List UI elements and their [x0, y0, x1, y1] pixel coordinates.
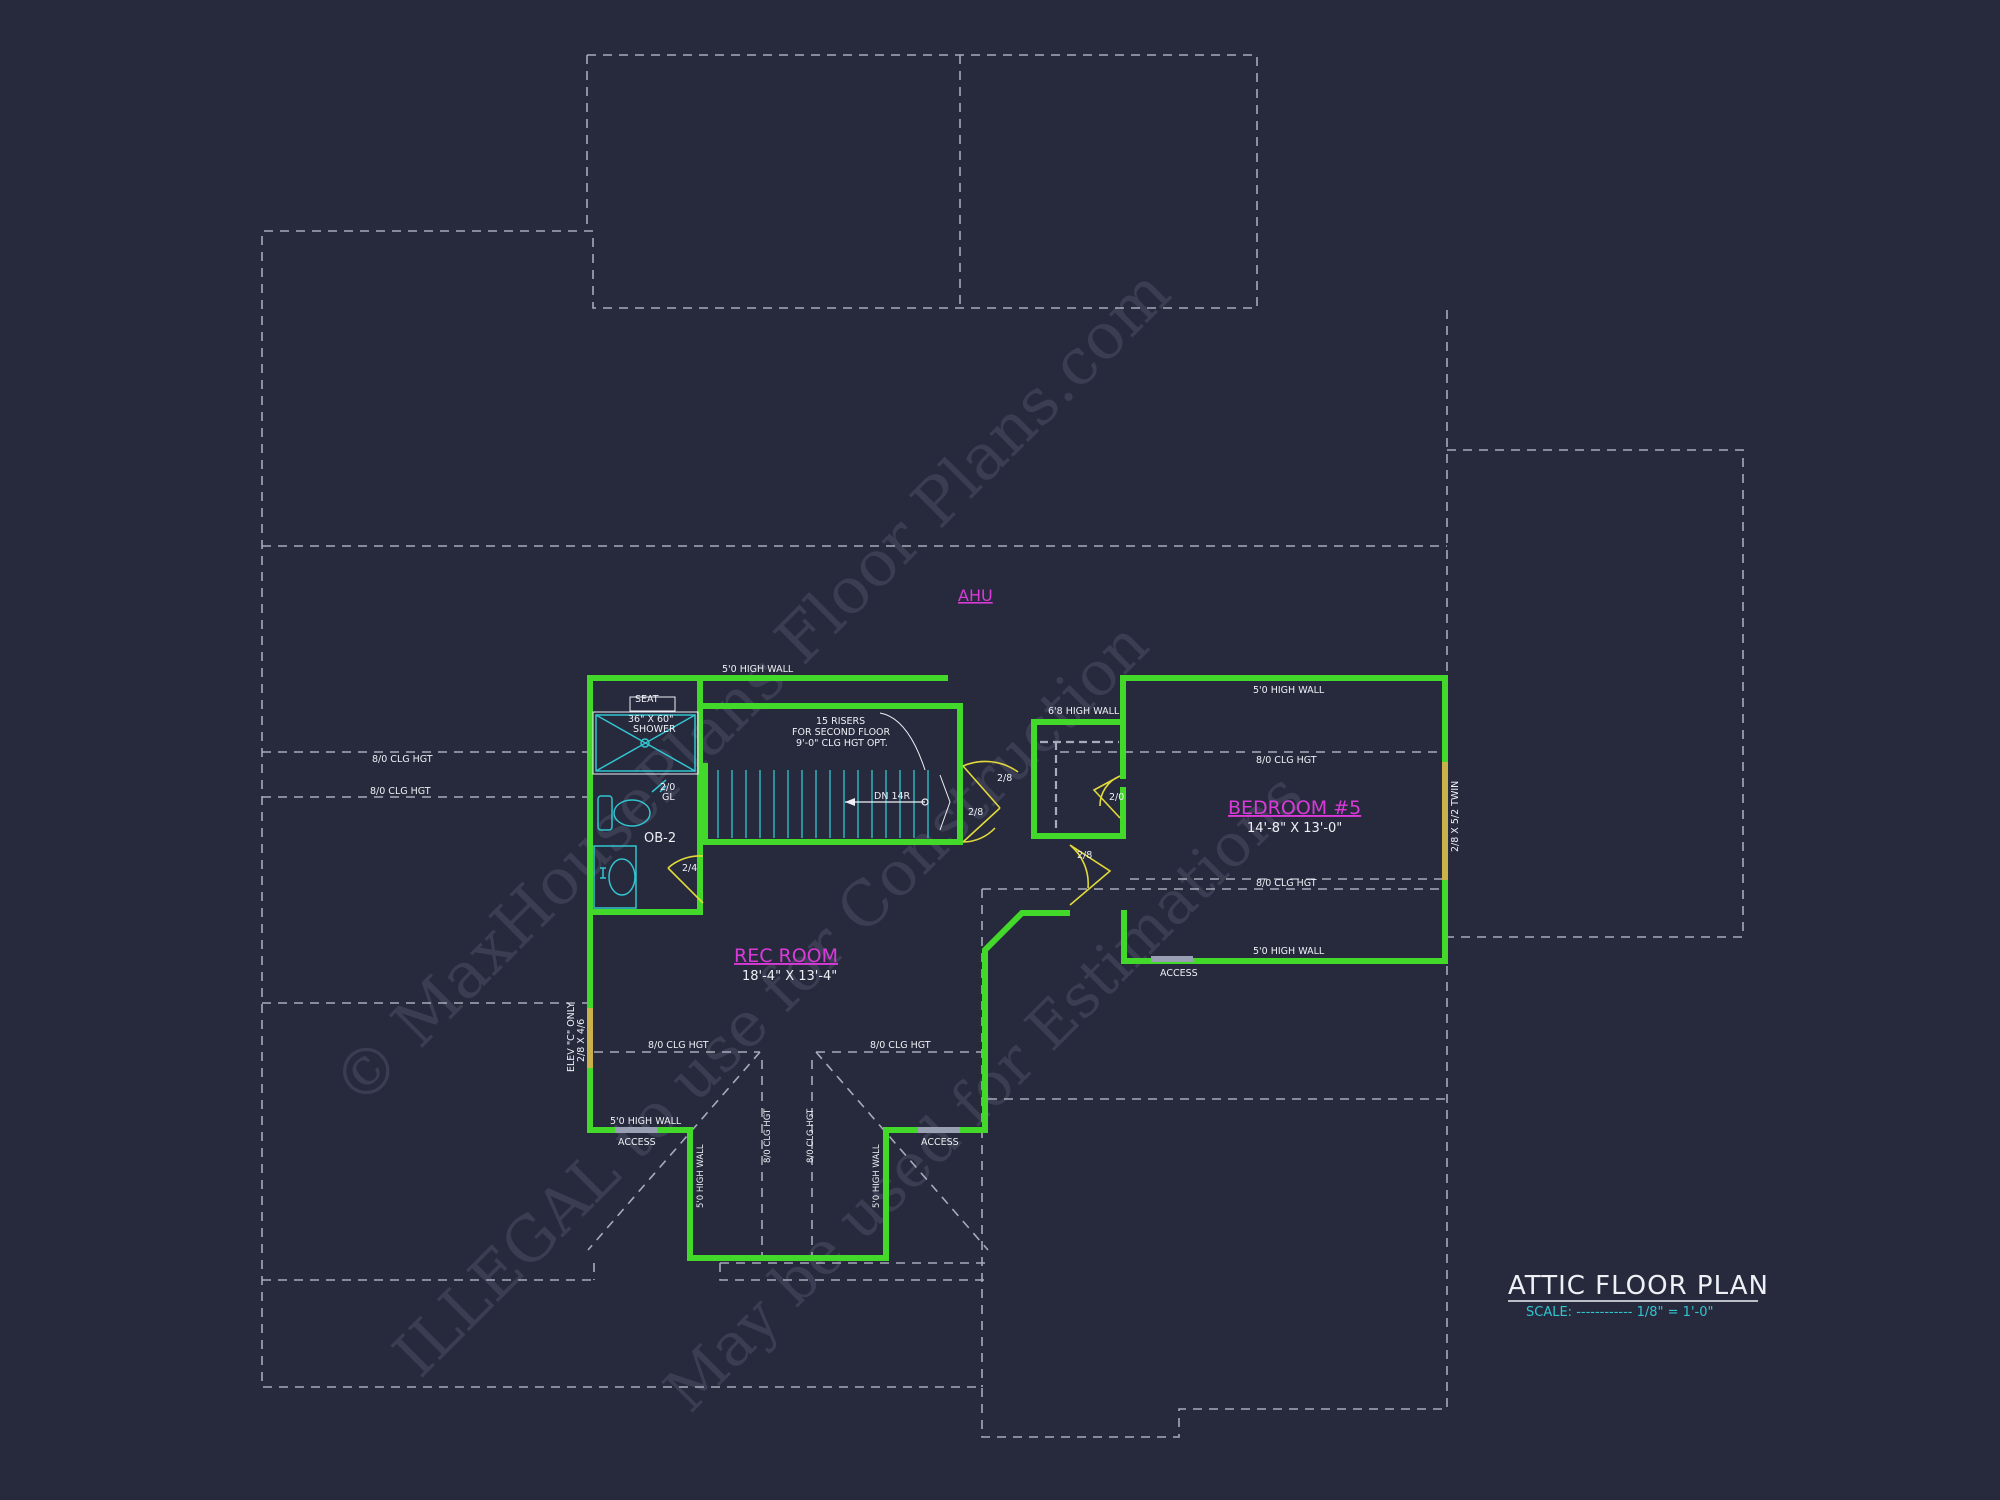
access-hatch-right [918, 1127, 960, 1133]
note-bump-clg-1: 8/0 CLG HGT [763, 1108, 773, 1163]
note-elev-c: ELEV "C" ONLY [566, 1002, 577, 1072]
access-hatches [615, 956, 1193, 1133]
bedroom-label: BEDROOM #5 [1228, 797, 1361, 819]
note-gl: GL [662, 792, 675, 803]
ahu-label: AHU [958, 586, 993, 605]
note-access-bedroom: ACCESS [1160, 968, 1198, 979]
note-bed-clg-1: 8/0 CLG HGT [1256, 755, 1317, 766]
note-risers-1: 15 RISERS [816, 716, 865, 727]
note-high-wall-top: 5'0 HIGH WALL [722, 664, 794, 675]
note-stair-down: DN 14R [874, 791, 911, 802]
access-hatch-bedroom [1151, 956, 1193, 962]
note-bed-clg-2: 8/0 CLG HGT [1256, 878, 1317, 889]
note-risers-2: FOR SECOND FLOOR [792, 727, 891, 738]
bath-fixtures [592, 696, 699, 909]
note-bed-high-wall-bottom: 5'0 HIGH WALL [1253, 946, 1325, 957]
notes: 5'0 HIGH WALL SEAT 36" X 60" SHOWER 15 R… [370, 664, 1461, 1208]
note-high-wall-68: 6'8 HIGH WALL [1048, 706, 1120, 717]
note-bump-high-wall-left: 5'0 HIGH WALL [696, 1144, 706, 1208]
bath-label: OB-2 [644, 831, 676, 846]
note-rec-clg-1: 8/0 CLG HGT [648, 1040, 709, 1051]
note-shower: SHOWER [633, 724, 676, 735]
note-access-right: ACCESS [921, 1137, 959, 1148]
note-clg-left-2: 8/0 CLG HGT [370, 786, 431, 797]
bedroom-dims: 14'-8" X 13'-0" [1247, 821, 1342, 836]
twin-window [1442, 762, 1448, 880]
note-rec-clg-2: 8/0 CLG HGT [870, 1040, 931, 1051]
note-risers-3: 9'-0" CLG HGT OPT. [796, 738, 888, 749]
plan-scale: SCALE: ------------ 1/8" = 1'-0" [1526, 1305, 1713, 1320]
note-bump-high-wall-right: 5'0 HIGH WALL [872, 1144, 882, 1208]
note-shower-size: 36" X 60" [628, 714, 673, 725]
door-swings [667, 760, 1121, 906]
note-seat: SEAT [635, 694, 659, 705]
note-door-20: 2/0 [1109, 792, 1124, 803]
note-twin-window: 2/8 X 5/2 TWIN [1450, 781, 1461, 852]
closet-shelf [1040, 740, 1119, 830]
note-access-left: ACCESS [618, 1137, 656, 1148]
note-door-28c: 2/8 [1077, 850, 1092, 861]
note-door-28b: 2/8 [968, 807, 983, 818]
note-elev-window: 2/8 X 4/6 [576, 1019, 587, 1062]
note-door-24: 2/4 [682, 863, 697, 874]
windows [587, 762, 1448, 1068]
room-labels: AHU OB-2 REC ROOM 18'-4" X 13'-4" BEDROO… [644, 586, 1361, 984]
rec-room-dims: 18'-4" X 13'-4" [742, 969, 837, 984]
note-bump-clg-2: 8/0 CLG HGT [806, 1108, 816, 1163]
note-rec-high-wall: 5'0 HIGH WALL [610, 1116, 682, 1127]
elev-window [587, 1008, 593, 1068]
plan-title: ATTIC FLOOR PLAN [1508, 1271, 1769, 1301]
note-door-28a: 2/8 [997, 773, 1012, 784]
access-hatch-left [615, 1127, 657, 1133]
note-clg-left-1: 8/0 CLG HGT [372, 754, 433, 765]
title-block: ATTIC FLOOR PLAN SCALE: ------------ 1/8… [1508, 1271, 1769, 1320]
rec-room-label: REC ROOM [734, 945, 838, 967]
note-bed-high-wall-top: 5'0 HIGH WALL [1253, 685, 1325, 696]
stairs [717, 712, 951, 838]
note-gl-size: 2/0 [660, 782, 675, 793]
